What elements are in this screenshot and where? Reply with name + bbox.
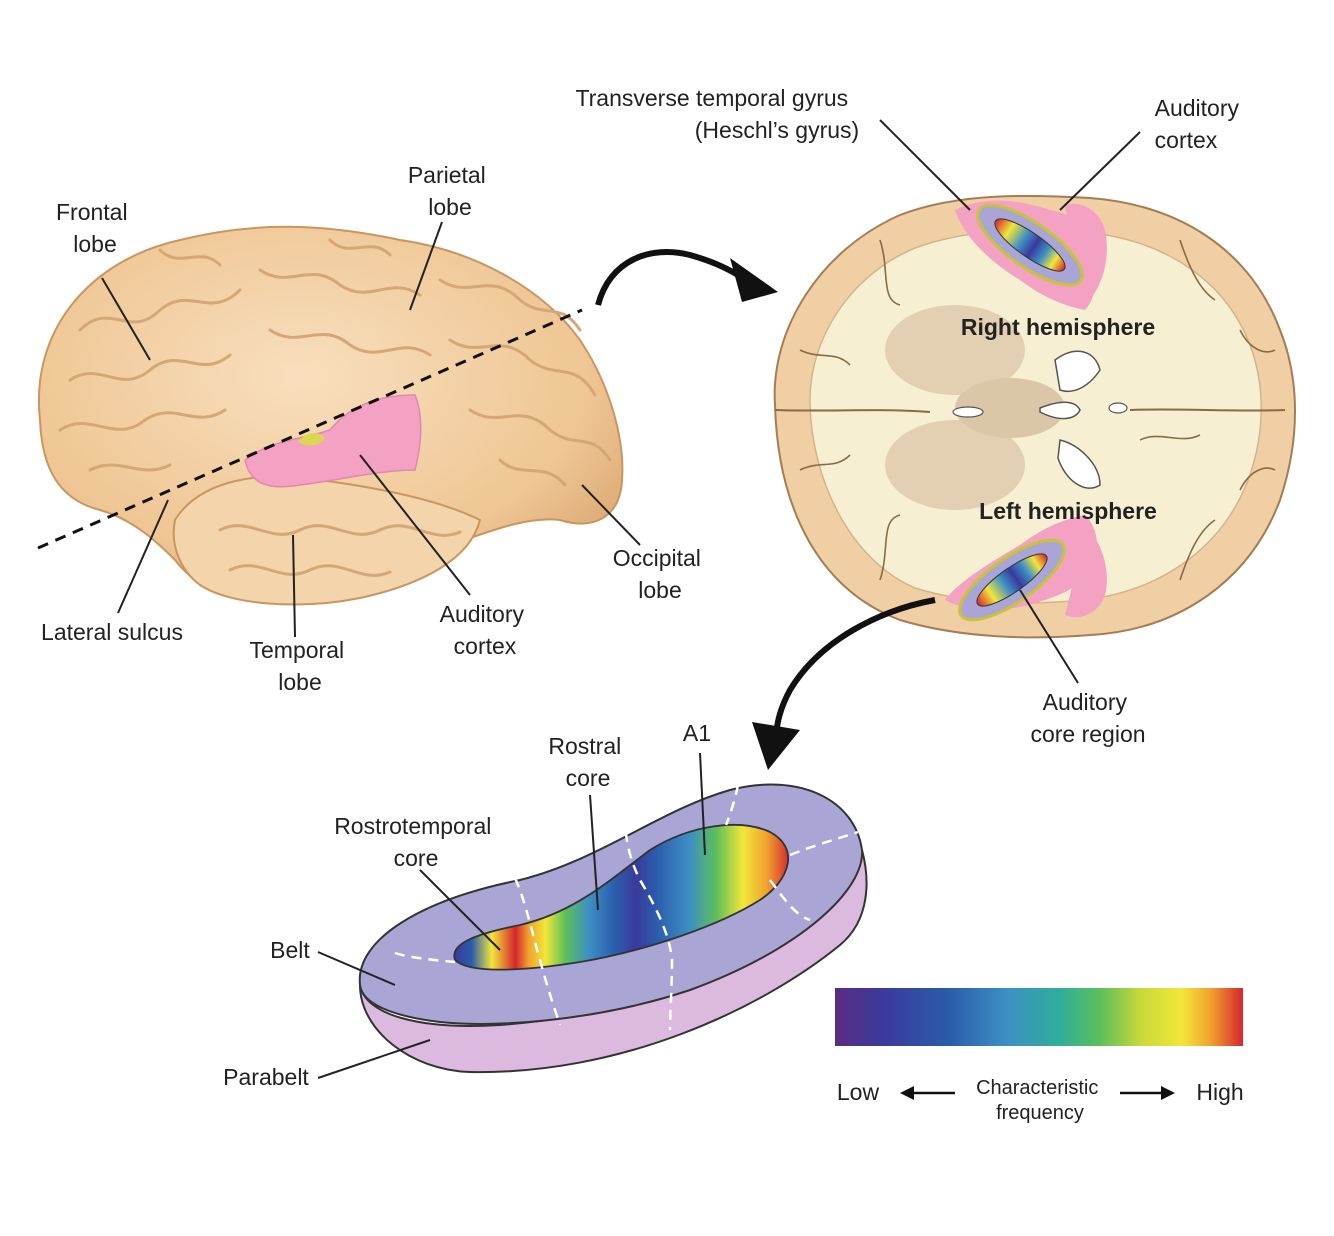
- brain-section-illustration: [773, 194, 1296, 639]
- belt-label: Belt: [270, 937, 310, 963]
- lateral-sulcus-label: Lateral sulcus: [41, 619, 183, 645]
- temporal-lobe-label: Temporal lobe: [250, 637, 351, 695]
- legend-low-label: Low: [837, 1079, 880, 1105]
- lateral-leader-lines: [101, 221, 641, 638]
- auditory-cortex-label-section: Auditory cortex: [1155, 95, 1246, 153]
- a1-label: A1: [683, 720, 711, 746]
- section-leader-lines: [879, 119, 1141, 684]
- parabelt-label: Parabelt: [223, 1064, 309, 1090]
- parietal-lobe-label: Parietal lobe: [408, 162, 492, 220]
- core-leader-lines: [317, 752, 706, 1079]
- transverse-gyrus-label: Transverse temporal gyrus (Heschl’s gyru…: [575, 85, 859, 143]
- core-detail-illustration: [358, 783, 868, 1074]
- right-hemisphere-label: Right hemisphere: [961, 314, 1155, 340]
- rostral-core-label: Rostral core: [548, 733, 627, 791]
- arrow-left-icon: [900, 1086, 955, 1100]
- left-hemisphere-label: Left hemisphere: [979, 498, 1157, 524]
- auditory-core-region-label: Auditory core region: [1030, 689, 1145, 747]
- characteristic-frequency-label: Characteristic frequency: [976, 1077, 1104, 1124]
- lateral-brain-illustration: [37, 225, 624, 606]
- occipital-lobe-label: Occipital lobe: [613, 545, 708, 603]
- curved-arrow-to-core: [752, 597, 936, 770]
- legend-high-label: High: [1196, 1079, 1243, 1105]
- arrow-right-icon: [1120, 1086, 1175, 1100]
- frequency-legend: Low High Characteristic frequency: [835, 988, 1244, 1124]
- auditory-cortex-label-lateral: Auditory cortex: [440, 601, 531, 659]
- rostrotemporal-core-label: Rostrotemporal core: [334, 813, 498, 871]
- frequency-color-bar: [835, 988, 1243, 1046]
- frontal-lobe-label: Frontal lobe: [56, 199, 134, 257]
- curved-arrow-to-section: [595, 249, 778, 306]
